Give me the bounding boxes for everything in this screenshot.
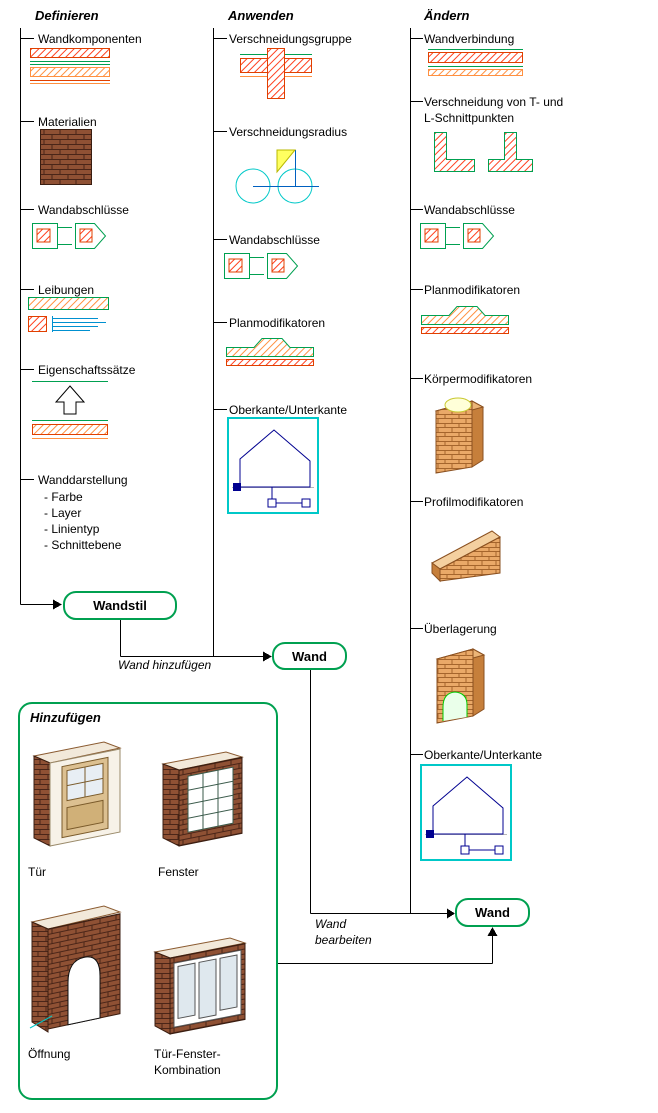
- item-label-wandverbindung: Wandverbindung: [424, 32, 515, 46]
- sublabel-schnittebene: - Schnittebene: [44, 538, 122, 552]
- door-icon: [32, 741, 122, 847]
- item-label-ueberlagerung: Überlagerung: [424, 622, 497, 636]
- column-title-aendern: Ändern: [424, 8, 470, 23]
- profile-modifiers-icon: [431, 530, 501, 583]
- roofline-floorline-icon: [227, 417, 319, 514]
- item-label-oberkante-unterkante-2: Oberkante/Unterkante: [424, 748, 543, 762]
- item-label-wandabschluesse-1: Wandabschlüsse: [38, 203, 129, 217]
- item-label-wandabschluesse-3: Wandabschlüsse: [424, 203, 515, 217]
- wall-endcaps-icon: [224, 253, 299, 279]
- hinzufuegen-title: Hinzufügen: [30, 710, 101, 725]
- item-label-leibungen: Leibungen: [38, 283, 95, 297]
- hinzufuegen-box: [18, 702, 278, 1100]
- oeffnung-label: Öffnung: [28, 1047, 71, 1061]
- cleanup-group-icon: [240, 48, 312, 99]
- sublabel-farbe: - Farbe: [44, 490, 83, 504]
- item-label-materialien: Materialien: [38, 115, 97, 129]
- wall-jamb-icon: [28, 297, 109, 332]
- materials-brick-icon: [40, 129, 92, 185]
- sublabel-layer: - Layer: [44, 506, 82, 520]
- flow-label-wand-hinzufuegen: Wand hinzufügen: [118, 658, 212, 672]
- item-label-verschneidungsradius: Verschneidungsradius: [229, 125, 348, 139]
- item-label-profilmodifikatoren: Profilmodifikatoren: [424, 495, 524, 509]
- column-title-definieren: Definieren: [35, 8, 99, 23]
- item-label-verschneidungsgruppe: Verschneidungsgruppe: [229, 32, 352, 46]
- t-l-cleanup-icon: [434, 132, 533, 172]
- wall-endcaps-icon: [420, 223, 495, 249]
- wand-button-add[interactable]: Wand: [272, 642, 347, 670]
- item-label-koerpermodifikatoren: Körpermodifikatoren: [424, 372, 533, 386]
- interference-icon: [435, 648, 486, 724]
- item-label-eigenschaftssaetze: Eigenschaftssätze: [38, 363, 136, 377]
- wand-button-modify[interactable]: Wand: [455, 898, 530, 927]
- plan-modifiers-icon: [226, 338, 314, 366]
- roofline-floorline-icon: [420, 764, 512, 861]
- wall-merge-icon: [428, 49, 523, 76]
- wall-components-icon: [30, 48, 110, 84]
- fenster-label: Fenster: [158, 865, 199, 879]
- item-label-planmodifikatoren-2: Planmodifikatoren: [424, 283, 521, 297]
- item-label-oberkante-unterkante-1: Oberkante/Unterkante: [229, 403, 348, 417]
- item-label-planmodifikatoren-1: Planmodifikatoren: [229, 316, 326, 330]
- column-title-anwenden: Anwenden: [228, 8, 294, 23]
- wandstil-button[interactable]: Wandstil: [63, 591, 177, 620]
- sublabel-linientyp: - Linientyp: [44, 522, 100, 536]
- tuer-fenster-kombination-label: Tür-Fenster- Kombination: [154, 1047, 221, 1077]
- cleanup-radius-icon: [235, 149, 319, 204]
- item-label-t-l-verschneidung: Verschneidung von T- und L-Schnittpunkte…: [424, 95, 564, 125]
- item-label-wanddarstellung: Wanddarstellung: [38, 473, 128, 487]
- flow-label-wand-bearbeiten: Wand bearbeiten: [315, 917, 372, 947]
- property-sets-icon: [32, 381, 108, 439]
- tuer-label: Tür: [28, 865, 46, 879]
- body-modifiers-icon: [434, 397, 485, 474]
- item-label-wandabschluesse-2: Wandabschlüsse: [229, 233, 320, 247]
- window-icon: [161, 751, 244, 847]
- plan-modifiers-icon: [421, 306, 509, 334]
- opening-icon: [29, 905, 122, 1033]
- wall-endcaps-icon: [32, 223, 107, 249]
- door-window-combination-icon: [153, 937, 247, 1035]
- item-label-wandkomponenten: Wandkomponenten: [38, 32, 142, 46]
